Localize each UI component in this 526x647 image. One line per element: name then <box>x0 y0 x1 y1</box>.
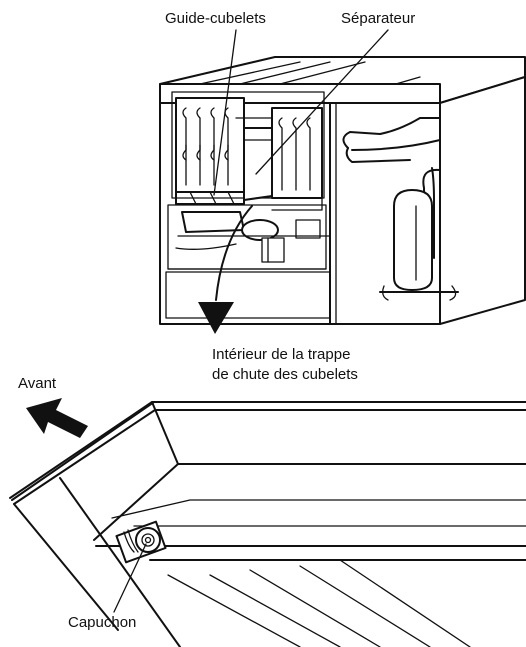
guide-leader-line <box>213 29 237 196</box>
down-arrow-head <box>198 302 234 334</box>
separator-leader-line <box>255 29 389 175</box>
down-arrow-shaft <box>215 205 253 301</box>
front-arrow <box>26 398 88 438</box>
front-label: Avant <box>18 375 57 392</box>
guide-label: Guide-cubelets <box>165 10 266 27</box>
interior-label-line1: Intérieur de la trappe <box>212 346 351 363</box>
cap-shape <box>135 527 161 553</box>
ice-chute-interior <box>9 401 526 647</box>
separator-label: Séparateur <box>341 10 416 27</box>
cap-leader-line <box>113 543 147 613</box>
interior-label-line2: de chute des cubelets <box>212 366 358 383</box>
ice-machine-cabinet <box>159 56 526 325</box>
cap-label: Capuchon <box>68 614 137 631</box>
